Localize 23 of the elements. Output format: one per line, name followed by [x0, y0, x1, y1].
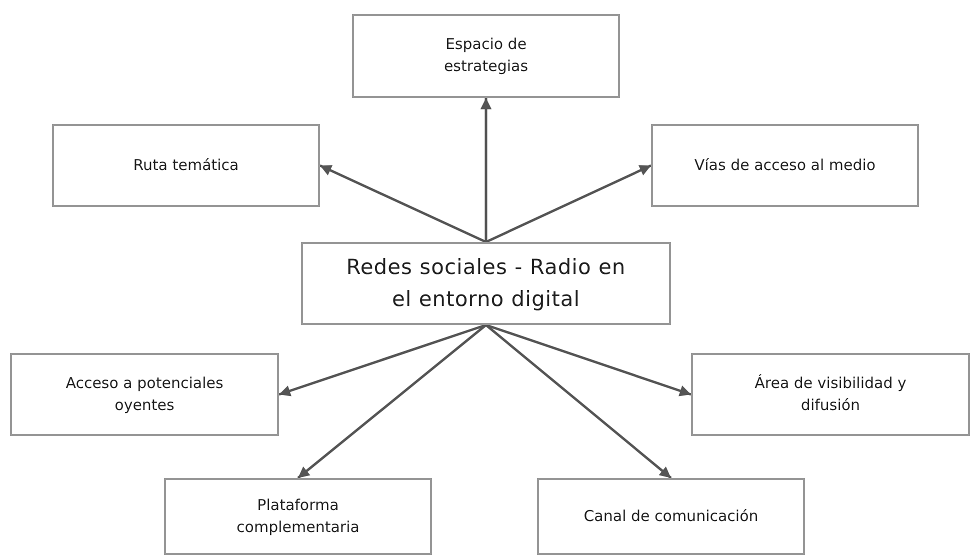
topic-text: Ruta temática — [132, 154, 240, 176]
arrow — [297, 324, 487, 479]
topic-text: Espacio de estrategias — [442, 34, 530, 77]
topic-text: Área de visibilidad y difusión — [754, 372, 908, 416]
topic-box — [352, 14, 620, 98]
arrow — [486, 324, 692, 396]
arrow — [278, 324, 486, 396]
topic-box — [164, 478, 432, 555]
central-topic-box — [301, 242, 671, 325]
arrow — [319, 164, 487, 244]
arrow — [480, 98, 492, 242]
topic-box — [537, 478, 805, 555]
arrow — [485, 324, 672, 479]
topic-text: Vías de acceso al medio — [693, 154, 877, 176]
topic-text: Canal de comunicación — [582, 506, 760, 527]
topic-text: Plataforma complementaria — [236, 494, 360, 538]
arrow — [485, 164, 652, 244]
topic-box — [52, 124, 320, 207]
topic-text: Acceso a potenciales oyentes — [64, 372, 224, 416]
topic-box — [10, 353, 279, 436]
topic-box — [691, 353, 970, 436]
central-topic-text: Redes sociales - Radio en el entorno digital — [345, 254, 627, 312]
topic-box — [651, 124, 919, 207]
